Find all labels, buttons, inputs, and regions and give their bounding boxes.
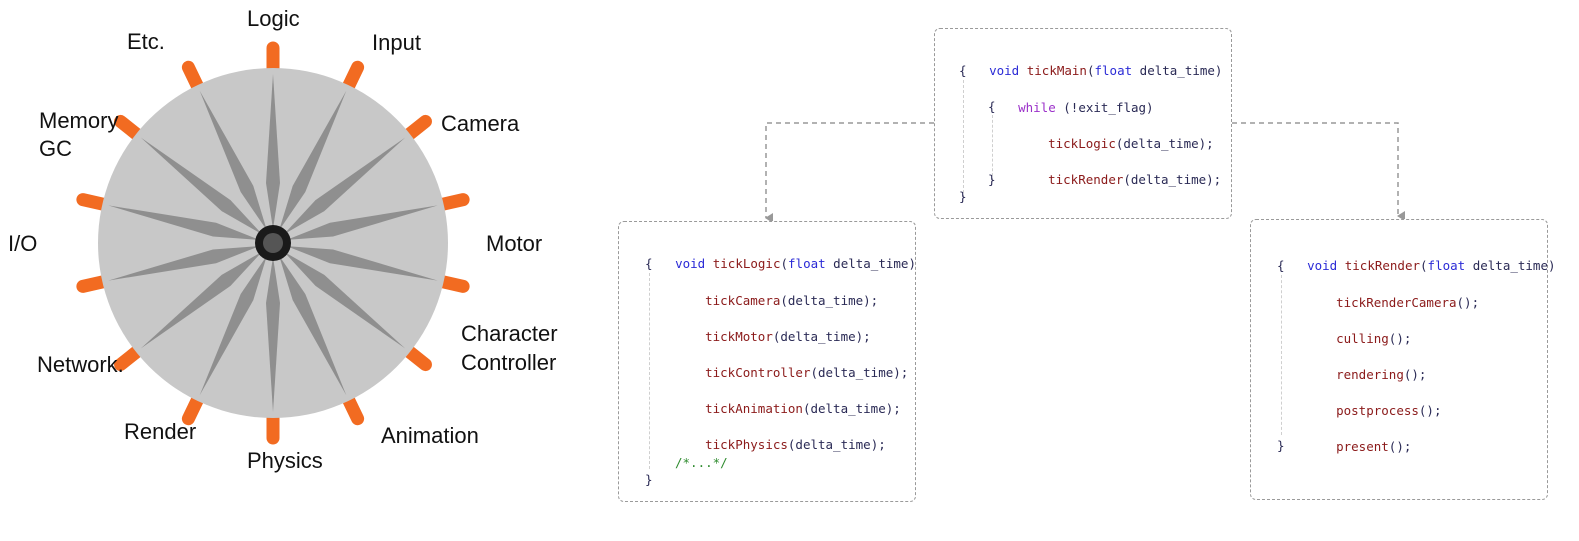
code-brace: {: [959, 63, 967, 78]
code-line: present();: [1336, 439, 1412, 454]
code-brace: {: [988, 99, 996, 114]
code-brace: }: [645, 472, 653, 487]
code-brace: }: [988, 172, 996, 187]
code-function: tickLogic: [712, 256, 781, 271]
label-logic: Logic: [247, 6, 300, 31]
code-comment: /*...*/: [675, 455, 728, 470]
code-line: void tickMain(float delta_time): [989, 63, 1223, 78]
label-character: Character: [461, 321, 558, 346]
indent-guide: [992, 115, 993, 181]
wheel-spoke: [140, 251, 263, 349]
wheel-spoke: [266, 74, 280, 229]
indent-guide: [1281, 275, 1282, 435]
code-box-ticklogic: void tickLogic(float delta_time) { tickC…: [618, 221, 916, 502]
wheel-spoke: [279, 90, 347, 231]
code-control: while: [1018, 100, 1056, 115]
code-box-tickrender: void tickRender(float delta_time) { tick…: [1250, 219, 1556, 500]
wheel-spoke: [108, 246, 260, 281]
code-line: void tickLogic(float delta_time): [675, 256, 916, 271]
wheel-spoke: [199, 255, 267, 396]
wheel-spoke: [266, 257, 280, 412]
label-physics: Physics: [247, 448, 323, 473]
code-box-tickmain: void tickMain(float delta_time) { while …: [934, 28, 1232, 219]
label-input: Input: [372, 30, 421, 55]
code-line: tickCamera(delta_time);: [705, 293, 879, 308]
label-memory: Memory: [39, 108, 118, 133]
code-line: tickLogic(delta_time);: [1048, 136, 1214, 151]
label-etc: Etc.: [127, 29, 165, 54]
wheel-spoke: [286, 205, 438, 240]
code-keyword: void: [1307, 258, 1338, 273]
connector-to-ticklogic: [765, 122, 934, 223]
connector-to-tickrender: [1232, 122, 1405, 221]
wheel-spokes: [108, 74, 438, 412]
code-line: void tickRender(float delta_time): [1307, 258, 1556, 273]
code-brace: }: [1277, 438, 1285, 453]
wheel-hub-core: [263, 233, 283, 253]
wheel-spoke: [279, 255, 347, 396]
code-line: tickController(delta_time);: [705, 365, 909, 380]
label-render: Render: [124, 419, 196, 444]
code-brace: {: [645, 256, 653, 271]
code-brace: }: [959, 189, 967, 204]
code-line: culling();: [1336, 331, 1412, 346]
code-brace: {: [1277, 258, 1285, 273]
indent-guide: [963, 80, 964, 198]
code-line: postprocess();: [1336, 403, 1442, 418]
label-network: Network.: [37, 352, 124, 377]
indent-guide: [649, 273, 650, 469]
code-line: rendering();: [1336, 367, 1427, 382]
wheel-spoke: [283, 251, 406, 349]
wheel-spoke: [283, 137, 406, 235]
label-camera: Camera: [441, 111, 520, 136]
code-line: tickPhysics(delta_time);: [705, 437, 886, 452]
label-gc: GC: [39, 136, 72, 161]
label-animation: Animation: [381, 423, 479, 448]
code-keyword: void: [989, 63, 1020, 78]
code-line: tickRender(delta_time);: [1048, 172, 1222, 187]
code-line: tickMotor(delta_time);: [705, 329, 871, 344]
code-line: while (!exit_flag): [1018, 100, 1154, 115]
wheel-spoke: [140, 137, 263, 235]
wheel-spoke: [286, 246, 438, 281]
code-function: tickMain: [1026, 63, 1087, 78]
code-line: tickRenderCamera();: [1336, 295, 1480, 310]
code-function: tickRender: [1344, 258, 1421, 273]
label-motor: Motor: [486, 231, 542, 256]
label-controller: Controller: [461, 350, 556, 375]
engine-systems-wheel: Logic Input Camera Motor Character Contr…: [8, 6, 558, 473]
code-keyword: void: [675, 256, 706, 271]
wheel-spoke: [108, 205, 260, 240]
wheel-spoke: [199, 90, 267, 231]
label-io: I/O: [8, 231, 37, 256]
code-line: tickAnimation(delta_time);: [705, 401, 901, 416]
